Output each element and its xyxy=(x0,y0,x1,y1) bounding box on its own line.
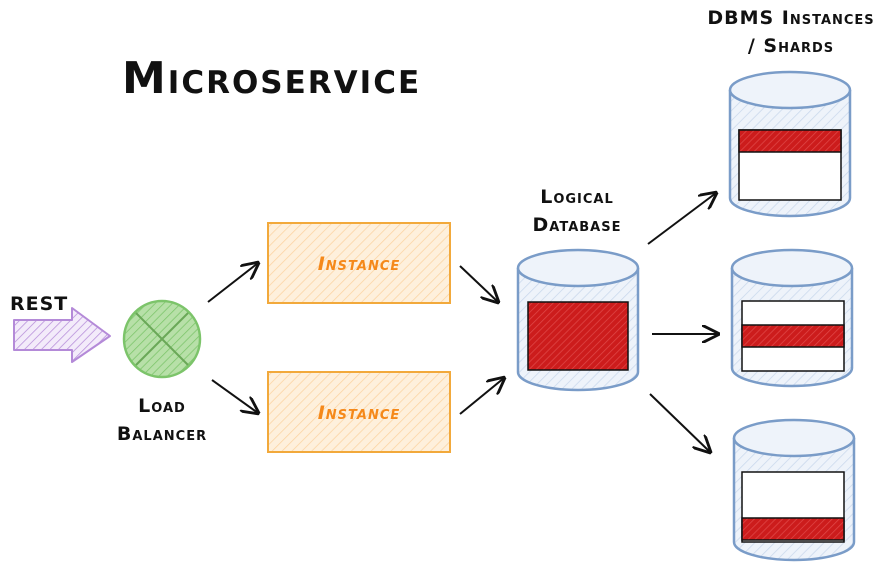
load-balancer-label-line1: Load xyxy=(138,395,186,417)
edge-lb-to-instance-2 xyxy=(211,379,258,413)
shards-label-line2: / Shards xyxy=(748,35,834,57)
shard-2-partition xyxy=(741,324,845,348)
load-balancer-icon xyxy=(122,299,202,379)
logical-db-label-line2: Database xyxy=(533,214,622,236)
logical-db-label-line1: Logical xyxy=(540,186,614,208)
edge-db-to-shard-3 xyxy=(649,393,710,452)
shards-label-line1: DBMS Instances xyxy=(707,7,874,29)
edge-instance-1-to-db xyxy=(459,265,498,302)
shard-database-icon-3 xyxy=(732,418,856,562)
rest-arrow-icon xyxy=(13,307,111,363)
shard-database-icon-1 xyxy=(728,70,852,218)
instance-node-1: Instance xyxy=(267,222,451,304)
load-balancer-label-line2: Balancer xyxy=(117,423,207,445)
shard-database-icon-2 xyxy=(730,248,854,388)
instance-label-1: Instance xyxy=(318,253,401,275)
rest-label: REST xyxy=(10,293,68,315)
instance-label-2: Instance xyxy=(318,402,401,424)
edge-instance-2-to-db xyxy=(459,378,504,415)
logical-db-data-block xyxy=(527,301,629,371)
edge-db-to-shard-1 xyxy=(647,193,716,245)
edge-lb-to-instance-1 xyxy=(207,263,258,303)
diagram-title: Microservice xyxy=(122,53,421,104)
logical-database-icon xyxy=(516,248,640,392)
instance-node-2: Instance xyxy=(267,371,451,453)
shard-1-partition xyxy=(738,129,842,153)
shard-3-partition xyxy=(741,517,845,541)
